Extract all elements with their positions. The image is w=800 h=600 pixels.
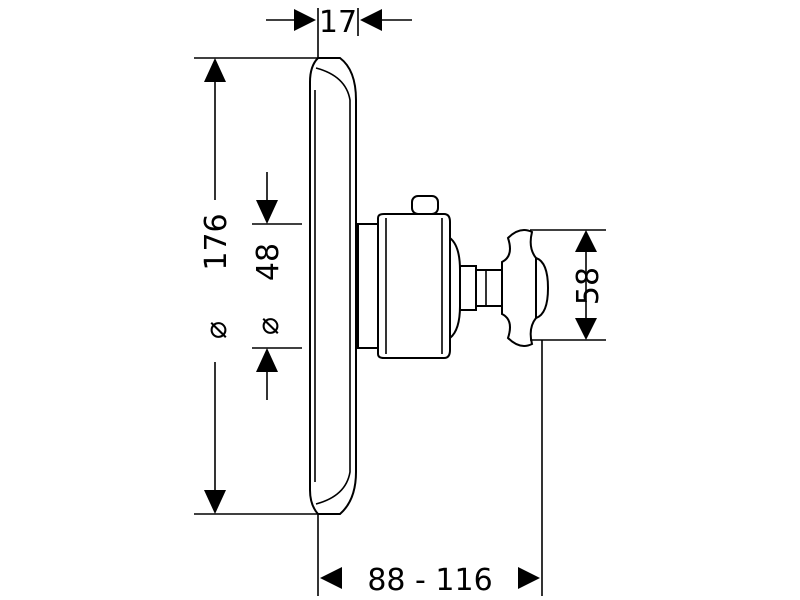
dimension-48	[252, 172, 302, 400]
dimension-17	[266, 8, 412, 58]
handle-assembly	[459, 229, 550, 347]
label-diameter-48: 48 ⌀	[251, 243, 286, 335]
diameter-symbol-icon: ⌀	[199, 321, 234, 339]
valve-body	[357, 195, 461, 359]
label-176: 176	[199, 213, 234, 270]
label-48: 48	[251, 243, 286, 281]
label-diameter-58: 58	[571, 267, 606, 305]
diameter-symbol-icon: ⌀	[251, 317, 286, 335]
label-58: 58	[571, 267, 606, 305]
label-88-116: 88 - 116	[367, 563, 492, 598]
dimension-58	[530, 229, 606, 341]
escutcheon-plate	[309, 57, 357, 515]
label-17: 17	[319, 5, 357, 40]
label-diameter-176: 176 ⌀	[199, 213, 234, 339]
dimension-176	[194, 57, 318, 515]
dimension-88-116	[317, 340, 543, 596]
